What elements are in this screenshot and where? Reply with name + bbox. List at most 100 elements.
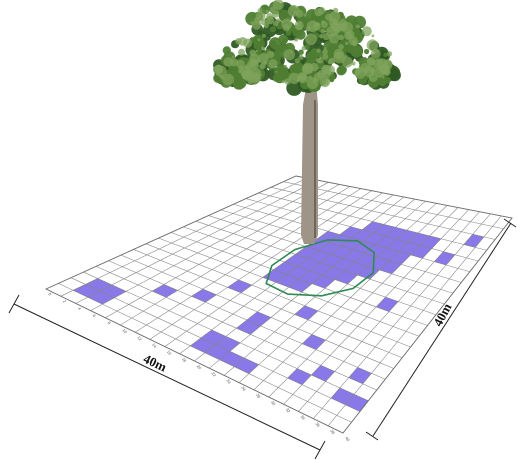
axis-tick-label: 4 <box>77 306 83 311</box>
axis-tick-label: 16 <box>166 349 173 356</box>
axis-tick-label: 18 <box>181 357 188 364</box>
foliage-blob <box>262 34 266 38</box>
foliage-blob <box>289 73 300 84</box>
axis-tick-label: 30 <box>270 400 277 407</box>
foliage-blob <box>298 55 303 60</box>
foliage-blob <box>333 8 338 13</box>
foliage-blob <box>238 82 244 88</box>
foliage-blob <box>319 34 323 38</box>
foliage-blob <box>334 52 346 64</box>
foliage-blob <box>282 38 287 43</box>
foliage-blob <box>268 59 277 68</box>
foliage-blob <box>266 10 269 13</box>
foliage-blob <box>352 41 358 47</box>
foliage-blob <box>249 61 256 68</box>
foliage-blob <box>235 76 239 80</box>
foliage-blob <box>286 31 291 36</box>
foliage-blob <box>294 38 298 42</box>
foliage-blob <box>320 29 325 34</box>
axis-tick-label: 0 <box>47 292 53 297</box>
foliage-blob <box>321 20 324 23</box>
axis-tick-label: 36 <box>314 421 321 428</box>
foliage-blob <box>250 21 254 25</box>
foliage-blob <box>222 74 234 86</box>
axis-tick-label: 40 <box>344 436 351 443</box>
foliage-blob <box>258 8 263 13</box>
foliage-blob <box>317 57 323 63</box>
foliage-blob <box>362 26 372 36</box>
foliage-blob <box>276 71 278 73</box>
foliage-blob <box>302 46 307 51</box>
foliage-blob <box>296 24 302 30</box>
foliage-blob <box>331 23 340 32</box>
width-dimension-tick-start <box>9 295 19 313</box>
foliage-blob <box>272 10 279 17</box>
foliage-blob <box>238 37 247 46</box>
axis-tick-label: 14 <box>151 342 158 349</box>
foliage-blob <box>284 65 287 68</box>
foliage-blob <box>242 70 252 80</box>
foliage-blob <box>364 49 369 54</box>
axis-tick-label: 8 <box>107 321 113 326</box>
foliage-blob <box>369 73 378 82</box>
foliage-blob <box>308 75 312 79</box>
foliage-blob <box>260 19 266 25</box>
depth-dimension-tick-end <box>366 432 378 440</box>
foliage-blob <box>262 47 266 51</box>
foliage-blob <box>328 60 333 65</box>
foliage-blob <box>284 49 295 60</box>
foliage-blob <box>238 49 245 56</box>
axis-tick-label: 22 <box>210 371 217 378</box>
foliage-blob <box>270 26 276 32</box>
foliage-blob <box>323 33 330 40</box>
foliage-blob <box>322 49 328 55</box>
foliage-blob <box>308 28 310 30</box>
foliage-blob <box>345 42 348 45</box>
foliage-blob <box>369 67 375 73</box>
foliage-blob <box>339 44 344 49</box>
foliage-blob <box>257 38 260 41</box>
foliage-blob <box>252 75 260 83</box>
foliage-blob <box>236 60 244 68</box>
foliage-blob <box>317 70 326 79</box>
foliage-blob <box>315 8 323 16</box>
axis-tick-label: 32 <box>285 407 292 414</box>
axis-tick-label: 2 <box>62 299 68 304</box>
foliage-blob <box>313 22 321 30</box>
foliage-blob <box>267 51 275 59</box>
foliage-blob <box>260 63 266 69</box>
foliage-blob <box>387 51 392 56</box>
foliage-blob <box>283 24 290 31</box>
foliage-blob <box>224 57 234 67</box>
foliage-blob <box>354 67 365 78</box>
foliage-blob <box>214 65 223 74</box>
foliage-blob <box>302 63 313 74</box>
axis-tick-label: 10 <box>121 328 128 335</box>
axis-tick-label: 24 <box>225 378 232 385</box>
foliage-blob <box>367 58 375 66</box>
foliage-blob <box>383 60 392 69</box>
foliage-blob <box>346 30 354 38</box>
foliage-blob <box>372 34 375 37</box>
foliage-blob <box>322 79 329 86</box>
axis-tick-label: 12 <box>136 335 143 342</box>
axis-tick-label: 20 <box>196 364 203 371</box>
foliage-blob <box>329 11 340 22</box>
axis-tick-label: 26 <box>240 385 247 392</box>
foliage-blob <box>356 24 360 28</box>
foliage-blob <box>282 80 285 83</box>
foliage-blob <box>273 21 278 26</box>
width-dimension-tick-end <box>315 441 325 459</box>
foliage-blob <box>303 13 306 16</box>
foliage-blob <box>258 15 261 18</box>
axis-tick-label: 28 <box>255 393 262 400</box>
axis-tick-label: 34 <box>300 414 307 421</box>
foliage-blob <box>307 77 319 89</box>
foliage-blob <box>290 52 292 54</box>
tree-canopy <box>213 0 401 96</box>
foliage-blob <box>378 77 387 86</box>
foliage-blob <box>232 56 235 59</box>
foliage-blob <box>256 50 258 52</box>
foliage-blob <box>352 62 356 66</box>
